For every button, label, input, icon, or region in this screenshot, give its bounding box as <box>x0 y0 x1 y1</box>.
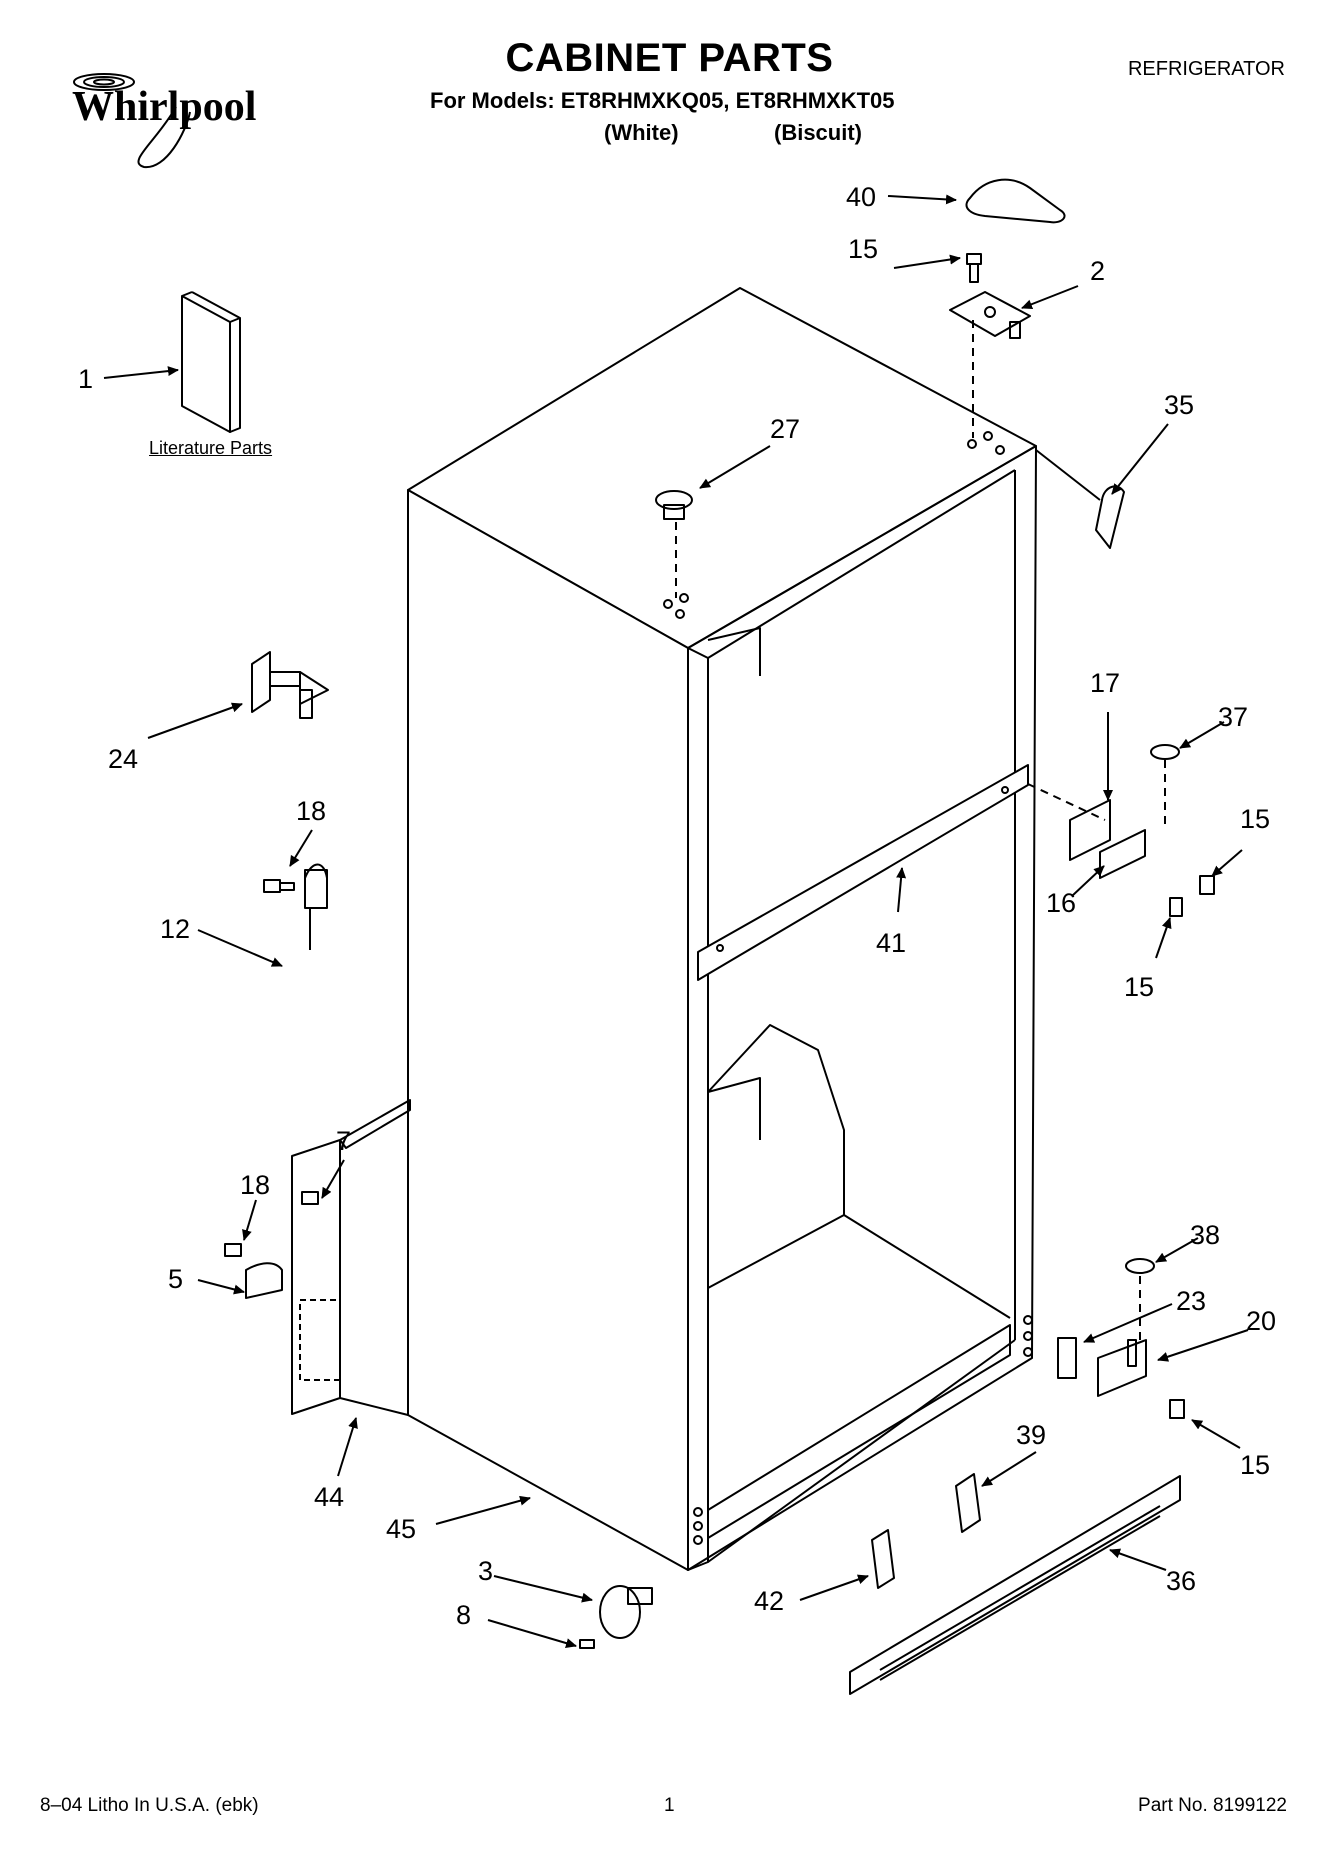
leader-12 <box>197 929 283 967</box>
leader-15a <box>893 254 961 269</box>
callout-7: 7 <box>336 1126 351 1156</box>
hinge-screw-top <box>966 253 982 283</box>
callout-2: 2 <box>1090 256 1105 286</box>
callout-3: 3 <box>478 1556 493 1586</box>
callout-12: 12 <box>160 914 190 944</box>
callout-1: 1 <box>78 364 93 394</box>
callout-41: 41 <box>876 928 906 958</box>
callout-39: 39 <box>1016 1420 1046 1450</box>
roller-3 <box>599 1585 653 1639</box>
leader-20 <box>1157 1329 1249 1362</box>
model-numbers: For Models: ET8RHMXKQ05, ET8RHMXKT05 <box>430 88 895 113</box>
page-title: CABINET PARTS <box>505 36 834 80</box>
callout-42: 42 <box>754 1586 784 1616</box>
screw-15-bottom <box>1169 1399 1185 1419</box>
leader-7 <box>321 1159 345 1199</box>
washer-38 <box>1125 1258 1155 1340</box>
bottom-hinge-20 <box>1097 1339 1147 1397</box>
callout-16: 16 <box>1046 888 1076 918</box>
leader-15d <box>1191 1419 1241 1449</box>
screw-15-center <box>1169 875 1215 917</box>
top-hinge-part <box>949 291 1031 438</box>
callout-27: 27 <box>770 414 800 444</box>
leader-15c <box>1155 917 1172 959</box>
color-biscuit-label: (Biscuit) <box>774 120 862 145</box>
leader-23 <box>1083 1303 1173 1343</box>
leader-3 <box>493 1575 593 1603</box>
literature-book-part <box>181 291 241 433</box>
whirlpool-logo: Whirlpool <box>72 73 256 169</box>
leader-45 <box>435 1495 531 1525</box>
leader-35 <box>1111 423 1169 495</box>
clip-42 <box>871 1529 895 1589</box>
leader-44 <box>337 1417 358 1477</box>
callout-35: 35 <box>1164 390 1194 420</box>
leader-37 <box>1179 721 1225 749</box>
leveling-bolt-part <box>251 651 329 719</box>
screw-8 <box>579 1639 595 1649</box>
brand-wordmark: Whirlpool <box>72 84 256 130</box>
leader-2 <box>1021 285 1079 309</box>
plug-button-part <box>655 490 693 598</box>
leader-41 <box>896 867 907 913</box>
leader-38 <box>1155 1237 1199 1263</box>
leader-42 <box>799 1574 869 1601</box>
cabinet-cap-part <box>1095 485 1125 549</box>
callout-15d: 15 <box>1240 1450 1270 1480</box>
page-number: 1 <box>664 1795 675 1816</box>
leader-16 <box>1071 865 1105 897</box>
screw-18-upper <box>263 879 295 893</box>
leader-8 <box>487 1619 577 1648</box>
callout-18b: 18 <box>240 1170 270 1200</box>
appliance-type: REFRIGERATOR <box>1127 58 1285 80</box>
callout-44: 44 <box>314 1482 344 1512</box>
callout-15c: 15 <box>1124 972 1154 1002</box>
leader-1 <box>103 366 179 379</box>
leader-5 <box>197 1279 245 1295</box>
callout-36: 36 <box>1166 1566 1196 1596</box>
leader-40 <box>887 194 957 205</box>
literature-parts-label: Literature Parts <box>149 438 273 458</box>
clip-39 <box>955 1473 981 1533</box>
leader-36 <box>1109 1548 1167 1571</box>
callout-23: 23 <box>1176 1286 1206 1316</box>
callout-17: 17 <box>1090 668 1120 698</box>
callout-24: 24 <box>108 744 138 774</box>
leader-24 <box>147 702 243 739</box>
shim-23 <box>1057 1337 1077 1379</box>
leader-18b <box>242 1199 257 1241</box>
callout-15a: 15 <box>848 234 878 264</box>
leader-27 <box>699 445 771 489</box>
bracket-12-part <box>304 863 328 950</box>
part-number: Part No. 8199122 <box>1138 1795 1287 1816</box>
callout-8: 8 <box>456 1600 471 1630</box>
callout-20: 20 <box>1246 1306 1276 1336</box>
color-white-label: (White) <box>604 120 679 145</box>
callout-40: 40 <box>846 182 876 212</box>
refrigerator-cabinet <box>407 287 1037 1571</box>
callout-37: 37 <box>1218 702 1248 732</box>
callout-5: 5 <box>168 1264 183 1294</box>
callout-15b: 15 <box>1240 804 1270 834</box>
center-hinge-part <box>1027 783 1146 879</box>
leader-15b <box>1211 849 1243 877</box>
toe-grille-part <box>849 1475 1181 1695</box>
leader-18a <box>289 829 313 867</box>
lower-hinge-bracket-part <box>224 1099 411 1415</box>
washer-37 <box>1150 744 1180 830</box>
callout-18a: 18 <box>296 796 326 826</box>
hinge-cover-part <box>965 178 1066 224</box>
leader-39 <box>981 1451 1037 1487</box>
litho-info: 8–04 Litho In U.S.A. (ebk) <box>40 1795 259 1816</box>
callout-45: 45 <box>386 1514 416 1544</box>
callout-38: 38 <box>1190 1220 1220 1250</box>
